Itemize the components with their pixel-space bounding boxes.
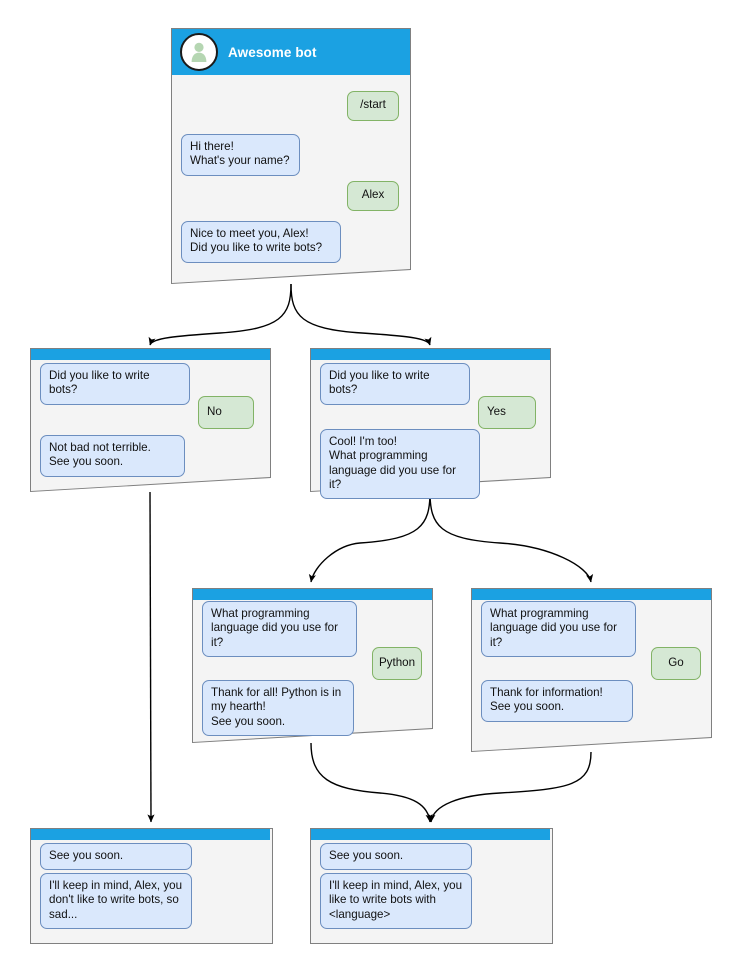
message-bubble-bot: Thank for all! Python is in my hearth! S… [202,680,354,736]
message-bubble-bot: I'll keep in mind, Alex, you like to wri… [320,873,472,929]
message-bubble-user: Python [372,647,422,680]
message-bubble-bot: Did you like to write bots? [320,363,470,405]
card-header [31,349,270,360]
card-header [311,829,550,840]
message-bubble-bot: Cool! I'm too! What programming language… [320,429,480,500]
message-bubble-bot: What programming language did you use fo… [202,601,357,657]
message-bubble-user: /start [347,91,399,121]
message-bubble-bot: I'll keep in mind, Alex, you don't like … [40,873,192,929]
card-header [31,829,270,840]
edge-start-to-no [148,283,292,346]
card-header [311,349,550,360]
bot-name-label: Awesome bot [228,44,317,60]
node-answer-no[interactable]: Did you like to write bots? No Not bad n… [30,348,271,492]
message-bubble-user: Alex [347,181,399,211]
message-bubble-bot: Hi there! What's your name? [181,134,300,176]
message-bubble-bot: Nice to meet you, Alex! Did you like to … [181,221,341,263]
message-bubble-bot: Thank for information! See you soon. [481,680,633,722]
message-bubble-user: No [198,396,254,429]
message-bubble-user: Yes [478,396,536,429]
card-header: Awesome bot [172,29,410,75]
message-bubble-bot: Not bad not terrible. See you soon. [40,435,185,477]
user-avatar-icon [180,33,218,71]
card-header [193,589,432,600]
message-bubble-bot: See you soon. [320,843,472,871]
node-language-python[interactable]: What programming language did you use fo… [192,588,433,743]
message-bubble-bot: See you soon. [40,843,192,871]
edge-no-to-end-sad [147,491,155,823]
node-end-sad[interactable]: See you soon. I'll keep in mind, Alex, y… [30,828,273,944]
card-header [472,589,711,600]
message-bubble-bot: What programming language did you use fo… [481,601,636,657]
node-language-go[interactable]: What programming language did you use fo… [471,588,712,752]
edge-start-to-yes [290,283,432,346]
message-bubble-bot: Did you like to write bots? [40,363,190,405]
edge-go-to-end-happy [428,751,592,823]
edge-yes-to-python [308,491,431,583]
edge-yes-to-go [429,491,594,583]
message-bubble-user: Go [651,647,701,680]
node-answer-yes[interactable]: Did you like to write bots? Yes Cool! I'… [310,348,551,500]
node-start[interactable]: Awesome bot /start Hi there! What's your… [171,28,411,284]
edge-python-to-end-happy [310,742,433,823]
node-end-happy[interactable]: See you soon. I'll keep in mind, Alex, y… [310,828,553,944]
